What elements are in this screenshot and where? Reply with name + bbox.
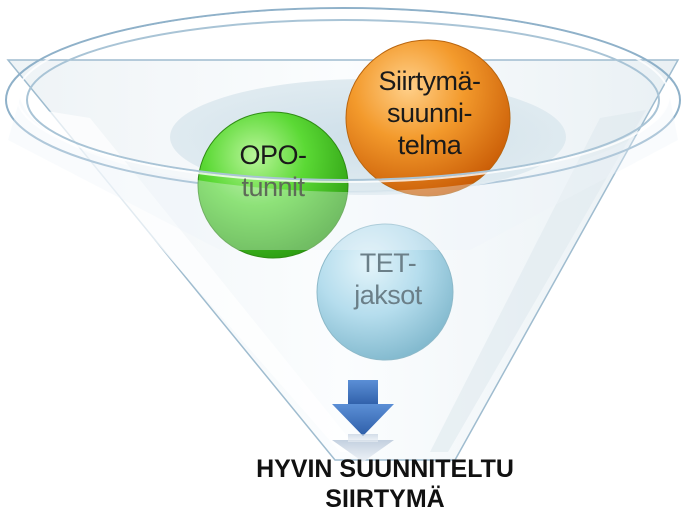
- ball-label-tet: TET- jaksot: [318, 248, 458, 312]
- result-label: HYVIN SUUNNITELTU SIIRTYMÄ: [170, 454, 600, 514]
- ball-tet: [316, 223, 454, 361]
- ball-label-line: suunni-: [386, 97, 473, 128]
- result-label-line: HYVIN SUUNNITELTU: [256, 455, 514, 483]
- ball-label-line: jaksot: [354, 279, 422, 310]
- result-label-line: SIIRTYMÄ: [325, 485, 445, 513]
- ball-label-line: OPO-: [239, 140, 307, 170]
- ball-label-siirtyma: Siirtymä- suunni- telma: [352, 66, 507, 162]
- funnel-rim-front: [8, 98, 678, 250]
- ball-label-opo: OPO- tunnit: [198, 140, 348, 204]
- funnel-rim-highlight: [16, 9, 670, 183]
- ball-label-line: Siirtymä-: [378, 66, 482, 96]
- ball-label-line: TET-: [359, 248, 417, 278]
- ball-siirtyma: [345, 39, 511, 197]
- funnel-rim-inner: [26, 19, 660, 181]
- ball-label-line: tunnit: [241, 171, 305, 202]
- down-arrow-icon: [332, 380, 394, 462]
- funnel-inner-shade: [40, 110, 360, 452]
- ball-label-line: telma: [397, 129, 462, 160]
- ball-opo: [197, 111, 349, 259]
- funnel-inner-shade-right: [430, 110, 646, 452]
